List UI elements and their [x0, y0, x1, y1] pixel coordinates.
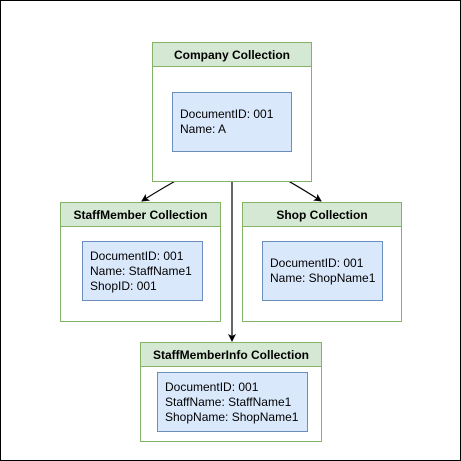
document-field: DocumentID: 001 — [180, 107, 274, 121]
staff-member-document[interactable]: DocumentID: 001 Name: StaffName1 ShopID:… — [82, 241, 203, 301]
document-field: DocumentID: 001 — [270, 256, 364, 270]
staff-member-info-collection-title: StaffMemberInfo Collection — [141, 343, 321, 367]
company-document[interactable]: DocumentID: 001 Name: A — [172, 92, 292, 152]
shop-document[interactable]: DocumentID: 001 Name: ShopName1 — [262, 241, 383, 301]
document-field: DocumentID: 001 — [90, 248, 184, 263]
document-field: ShopName: ShopName1 — [165, 409, 299, 424]
staff-member-info-document[interactable]: DocumentID: 001 StaffName: StaffName1 Sh… — [157, 372, 308, 432]
shop-collection-title: Shop Collection — [243, 203, 401, 227]
company-collection[interactable]: Company Collection DocumentID: 001 Name:… — [152, 42, 312, 182]
document-field: ShopID: 001 — [90, 278, 157, 293]
document-field: Name: A — [180, 122, 227, 136]
document-field: Name: ShopName1 — [270, 271, 376, 285]
company-collection-title: Company Collection — [153, 43, 311, 67]
document-field: DocumentID: 001 — [165, 379, 259, 394]
staff-member-info-collection[interactable]: StaffMemberInfo Collection DocumentID: 0… — [140, 342, 322, 442]
document-field: Name: StaffName1 — [90, 263, 192, 278]
shop-collection[interactable]: Shop Collection DocumentID: 001 Name: Sh… — [242, 202, 402, 322]
staff-member-collection-title: StaffMember Collection — [61, 203, 220, 227]
staff-member-collection[interactable]: StaffMember Collection DocumentID: 001 N… — [60, 202, 221, 322]
document-field: StaffName: StaffName1 — [165, 394, 292, 409]
